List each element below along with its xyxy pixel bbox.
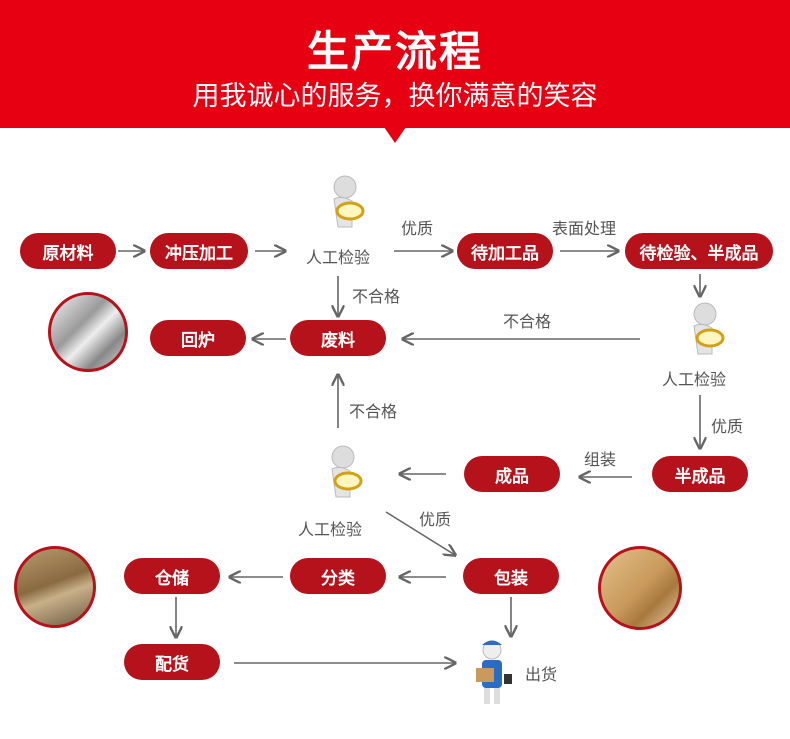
page-subtitle: 用我诚心的服务，换你满意的笑容 — [192, 81, 598, 112]
warehouse-image — [14, 546, 96, 628]
delivery-man-icon — [476, 640, 512, 704]
node-raw-material: 原材料 — [20, 233, 116, 269]
label-good: 优质 — [710, 417, 744, 436]
label-good: 优质 — [418, 510, 452, 529]
node-stamping: 冲压加工 — [150, 233, 248, 269]
label-good: 优质 — [400, 219, 434, 238]
node-pack: 包装 — [463, 558, 559, 594]
node-storage: 仓储 — [124, 558, 220, 594]
label-fail: 不合格 — [502, 312, 552, 331]
node-scrap: 废料 — [290, 320, 386, 356]
arrow — [385, 511, 455, 555]
metal-rods-image — [48, 292, 128, 372]
node-finished: 成品 — [464, 456, 560, 492]
cardboard-boxes-image — [598, 546, 682, 630]
label-inspect: 人工检验 — [297, 520, 363, 539]
page-title: 生产流程 — [306, 27, 483, 76]
label-ship: 出货 — [524, 665, 558, 684]
inspector-figure-icon — [693, 302, 725, 355]
inspector-figure-icon — [331, 445, 363, 498]
node-sort: 分类 — [290, 558, 386, 594]
node-semi-pending: 待检验、半成品 — [625, 233, 773, 269]
node-dispatch: 配货 — [124, 644, 220, 680]
node-remelt: 回炉 — [150, 320, 246, 356]
label-assemble: 组装 — [583, 450, 617, 469]
label-inspect: 人工检验 — [305, 248, 371, 267]
header-notch — [384, 127, 406, 143]
inspector-figure-icon — [333, 175, 365, 228]
node-pending-process: 待加工品 — [457, 233, 553, 269]
node-semi-finished: 半成品 — [652, 456, 748, 492]
label-inspect: 人工检验 — [661, 370, 727, 389]
header-banner — [0, 0, 790, 128]
label-fail: 不合格 — [348, 402, 398, 421]
label-fail: 不合格 — [351, 287, 401, 306]
label-surface: 表面处理 — [551, 219, 617, 238]
